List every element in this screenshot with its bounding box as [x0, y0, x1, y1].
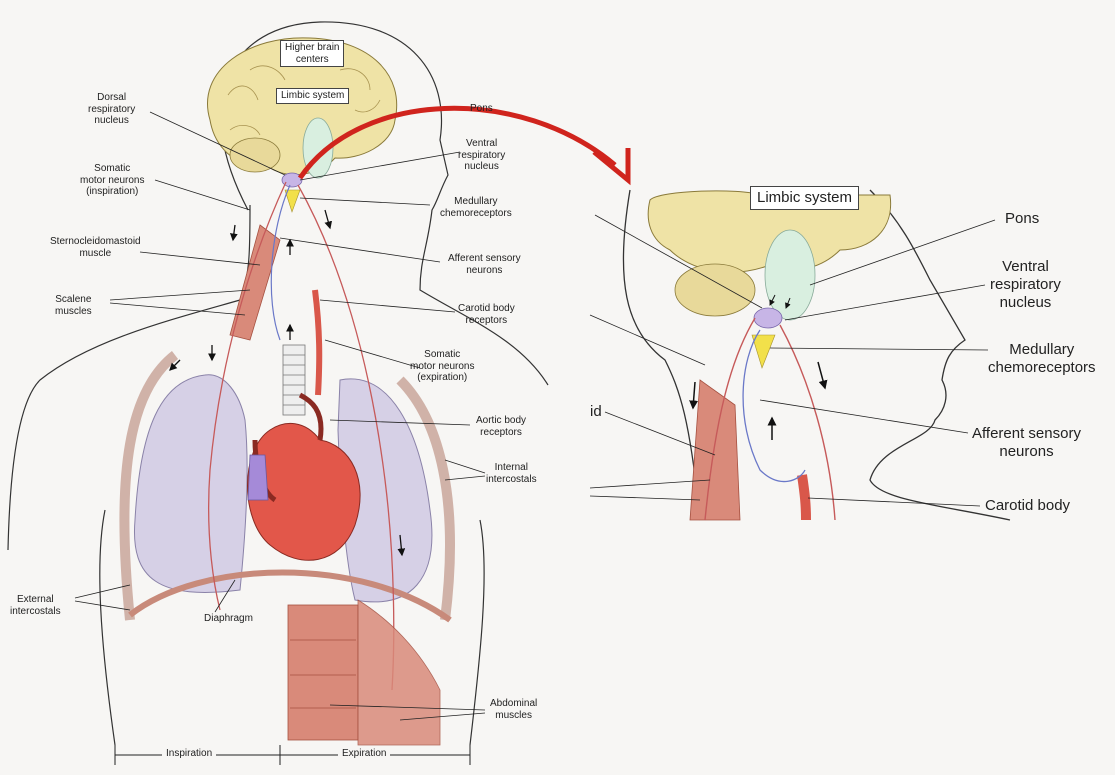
- carotid-artery: [312, 289, 323, 396]
- label-pons: Pons: [470, 103, 493, 114]
- zoom-connector-arrow: [297, 105, 617, 180]
- zoom-nerve-red-1: [704, 317, 756, 521]
- label-diaphragm: Diaphragm: [204, 613, 253, 624]
- zoom-nerve-blue: [742, 329, 806, 483]
- zoom-cerebellum: [674, 263, 756, 317]
- zoom-pons: [764, 229, 816, 321]
- zoom-label-id: id: [590, 403, 602, 420]
- zoom-label-limbic: Limbic system: [750, 186, 860, 210]
- leader-lines: [74, 111, 486, 721]
- nerve-red-1: [208, 181, 287, 611]
- abdominal-lines: [290, 639, 356, 709]
- trachea: [282, 344, 306, 416]
- zoom-head-outline: [869, 189, 1011, 521]
- zoom-arrows: [689, 361, 828, 440]
- zoom-nerve-red-2: [779, 324, 836, 521]
- main-figure: [7, 21, 549, 765]
- ribcage-right: [396, 376, 455, 621]
- zoom-scm: [689, 379, 741, 521]
- zoom-nucleus: [753, 307, 783, 329]
- scm-muscle: [229, 224, 281, 341]
- label-expiration: Expiration: [338, 748, 391, 760]
- ribcage-left: [119, 351, 179, 621]
- body-side-right: [469, 519, 485, 746]
- label-inspiration: Inspiration: [162, 748, 217, 760]
- direction-arrows: [169, 209, 406, 557]
- zoom-brain: [647, 190, 892, 273]
- cerebellum: [229, 137, 281, 173]
- zoom-chemo: [751, 334, 776, 369]
- brain-folds: [227, 65, 381, 136]
- zoom-inset: [589, 189, 1011, 521]
- nerve-blue: [270, 184, 291, 341]
- zoom-arrowheads-small: [769, 294, 791, 309]
- diaphragm-shape: [128, 569, 452, 623]
- zoom-label-pons: Pons: [1005, 210, 1040, 227]
- heart-vein: [247, 454, 269, 501]
- zoom-neck-outline: [622, 189, 701, 521]
- zoom-carotid: [797, 474, 811, 521]
- label-limbic: Limbic system: [276, 88, 350, 104]
- body-side-left: [99, 509, 116, 746]
- zoom-leader-lines: [589, 214, 996, 507]
- medullary-chemo: [284, 189, 301, 213]
- zoom-label-carotid: Carotid body: [985, 497, 1071, 514]
- abdominal-left: [287, 604, 359, 741]
- lung-left: [133, 374, 248, 593]
- trachea-rings: [283, 354, 305, 406]
- zoom-connector-arrowhead: [592, 148, 631, 186]
- abdominal-right: [357, 599, 441, 746]
